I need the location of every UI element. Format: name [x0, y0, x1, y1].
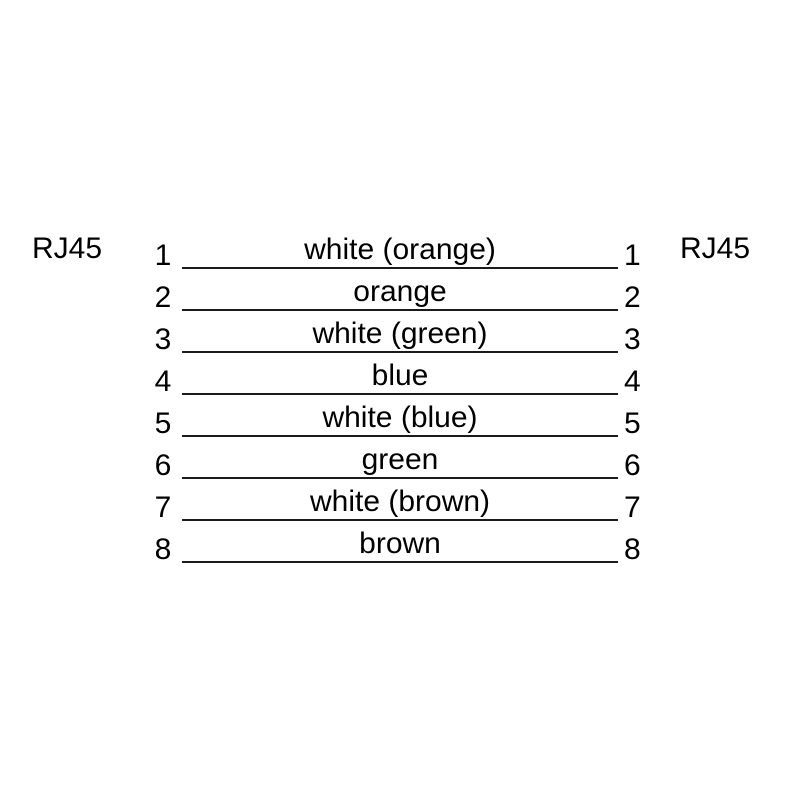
left-connector-label: RJ45 — [32, 232, 103, 265]
wire-color-label: brown — [359, 527, 441, 560]
wire-line — [182, 519, 618, 521]
wire-color-label: white (blue) — [322, 401, 478, 434]
wire-line — [182, 561, 618, 563]
right-connector-label: RJ45 — [680, 232, 751, 265]
wire-color-label: white (green) — [312, 317, 488, 350]
pin-number-right: 6 — [624, 449, 641, 482]
pin-number-left: 3 — [154, 323, 172, 356]
wire-line — [182, 309, 618, 311]
wire-color-label: white (brown) — [309, 485, 491, 518]
pin-number-left: 2 — [154, 281, 172, 314]
wire-line — [182, 351, 618, 353]
pin-number-left: 5 — [154, 407, 172, 440]
wire-line — [182, 477, 618, 479]
pin-number-left: 6 — [154, 449, 172, 482]
wire-color-label: orange — [353, 275, 447, 308]
wire-color-label: blue — [371, 359, 429, 392]
wire-color-label: white (orange) — [304, 233, 496, 266]
pin-number-right: 1 — [624, 239, 641, 272]
pin-number-right: 5 — [624, 407, 641, 440]
wire-line — [182, 267, 618, 269]
pin-number-right: 7 — [624, 491, 641, 524]
wire-line — [182, 393, 618, 395]
wire-color-label: green — [361, 443, 439, 476]
pin-number-left: 4 — [154, 365, 172, 398]
wire-line — [182, 435, 618, 437]
pin-number-right: 8 — [624, 533, 641, 566]
pin-number-left: 8 — [154, 533, 172, 566]
pin-number-right: 4 — [624, 365, 641, 398]
pin-number-right: 3 — [624, 323, 641, 356]
pin-number-left: 7 — [154, 491, 172, 524]
pin-number-left: 1 — [154, 239, 172, 272]
pin-number-right: 2 — [624, 281, 641, 314]
